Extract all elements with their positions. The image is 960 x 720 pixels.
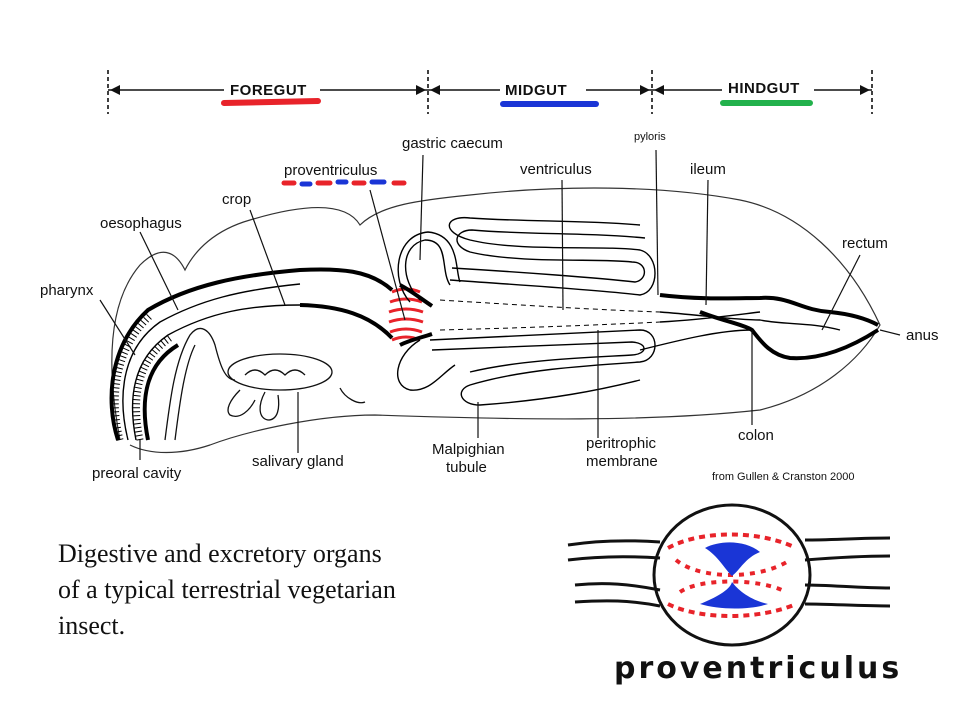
figure-caption: Digestive and excretory organs of a typi…	[58, 536, 498, 644]
label-malpighian-line1: Malpighian	[432, 441, 505, 458]
label-pyloris: pyloris	[634, 131, 666, 143]
label-peritrophic-line1: peritrophic	[586, 435, 657, 452]
foregut-tube	[109, 267, 394, 441]
label-pharynx: pharynx	[40, 282, 94, 299]
hindgut-tube	[639, 293, 880, 361]
label-colon: colon	[738, 427, 774, 444]
label-salivary-gland: salivary gland	[252, 453, 344, 470]
leader-lines	[99, 149, 901, 460]
label-ventriculus: ventriculus	[520, 161, 592, 178]
caption-line-2: of a typical terrestrial vegetarian	[58, 575, 396, 604]
body-outline	[111, 187, 881, 454]
hindgut-label: HINDGUT	[728, 80, 800, 97]
label-crop: crop	[222, 191, 251, 208]
label-anus: anus	[906, 327, 939, 344]
label-proventriculus: proventriculus	[284, 162, 377, 179]
midgut-label: MIDGUT	[505, 82, 567, 99]
label-peritrophic-line2: membrane	[586, 453, 658, 470]
salivary-gland	[164, 327, 366, 441]
foregut-label: FOREGUT	[230, 82, 307, 99]
proventriculus-structure	[388, 287, 424, 342]
caption-line-3: insect.	[58, 611, 126, 640]
label-malpighian-line2: tubule	[446, 459, 487, 476]
midgut-tube	[397, 217, 661, 406]
inset-label-proventriculus: proventriculus	[614, 651, 902, 686]
source-credit: from Gullen & Cranston 2000	[712, 471, 854, 483]
section-ruler: FOREGUT MIDGUT HINDGUT	[107, 70, 873, 114]
proventriculus-color-dashes	[281, 179, 407, 187]
label-gastric-caecum: gastric caecum	[402, 135, 503, 152]
label-preoral-cavity: preoral cavity	[92, 465, 182, 482]
label-rectum: rectum	[842, 235, 888, 252]
foregut-color-bar	[221, 98, 321, 106]
caption-line-1: Digestive and excretory organs	[58, 539, 382, 568]
proventriculus-inset: proventriculus	[567, 503, 902, 686]
label-oesophagus: oesophagus	[100, 215, 182, 232]
label-ileum: ileum	[690, 161, 726, 178]
